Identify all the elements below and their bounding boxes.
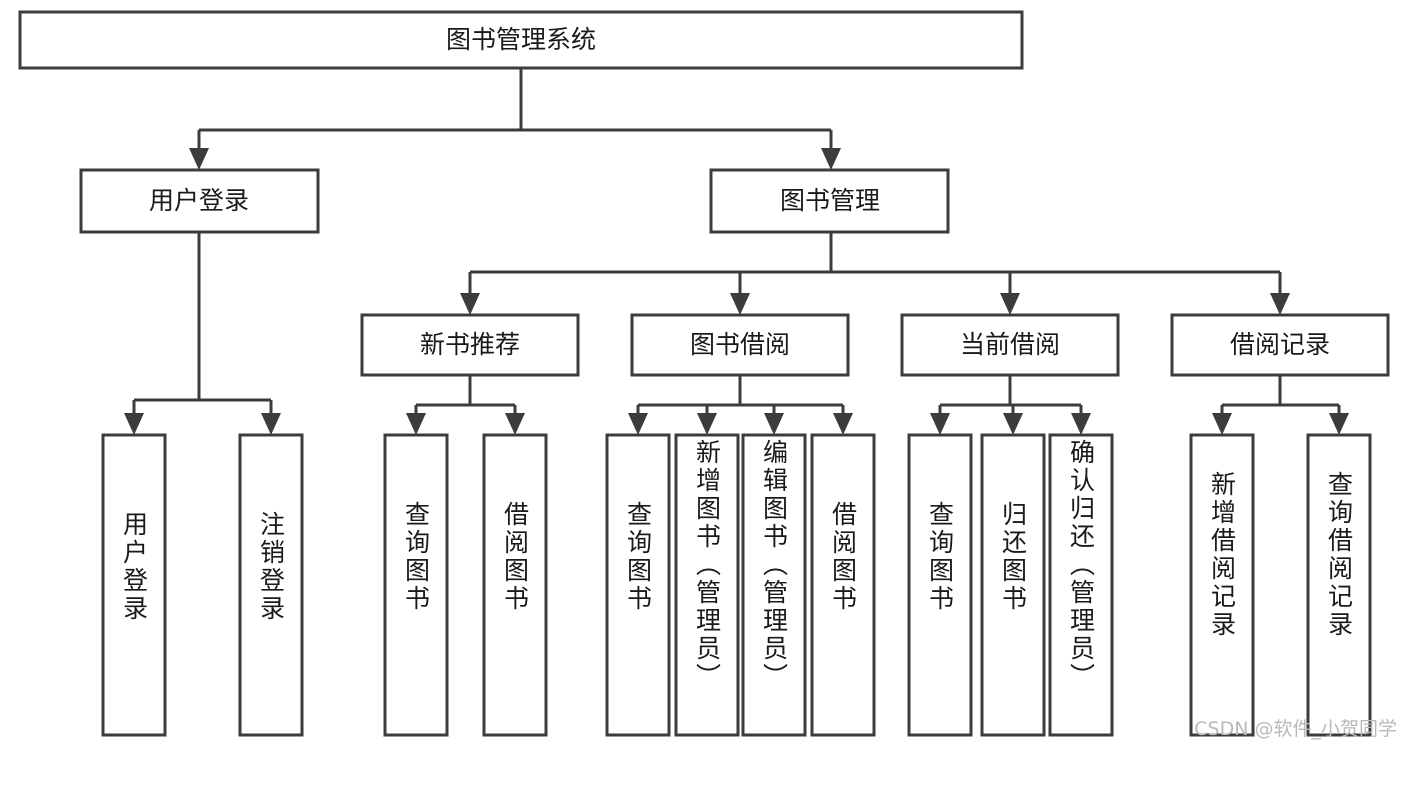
leaf-label-wrap-user-login: 用户登录 — [103, 435, 165, 811]
node-borrow-record-label: 借阅记录 — [1230, 330, 1330, 359]
node-borrow-record[interactable]: 借阅记录 — [1170, 313, 1390, 377]
leaf-box-edit-book[interactable] — [741, 433, 807, 737]
arrowhead-leaf-borrow-book-2 — [833, 413, 853, 435]
leaf-box-borrow-book-2[interactable] — [810, 433, 876, 737]
node-book-management-label: 图书管理 — [780, 186, 880, 215]
leaf-label-add-record: 新增借阅记录 — [1207, 471, 1237, 639]
leaf-label-user-login: 用户登录 — [119, 511, 149, 623]
leaf-label-wrap-edit-book: 编辑图书（管理员） — [743, 435, 805, 739]
node-new-book-recommend-label: 新书推荐 — [420, 330, 520, 359]
leaf-box-return-book[interactable] — [980, 433, 1046, 737]
node-user-login-box[interactable] — [79, 168, 320, 234]
arrowhead-book-borrow — [730, 293, 750, 315]
leaf-label-wrap-query-book-3: 查询图书 — [909, 435, 971, 801]
arrowhead-leaf-query-book-1 — [406, 413, 426, 435]
diagram-canvas: 图书管理系统 用户登录 图书管理 新书推荐 图书借阅 当前借阅 借阅记录 — [18, 10, 1390, 737]
leaf-box-borrow-book-1[interactable] — [482, 433, 548, 737]
arrowhead-leaf-add-record — [1212, 413, 1232, 435]
arrowhead-leaf-query-book-2 — [628, 413, 648, 435]
leaf-label-return-book: 归还图书 — [998, 501, 1028, 613]
leaf-box-query-record[interactable] — [1306, 433, 1372, 737]
arrowhead-leaf-query-record — [1329, 413, 1349, 435]
leaf-layer — [101, 433, 1372, 737]
arrowhead-user-login — [189, 148, 209, 170]
node-new-book-recommend[interactable]: 新书推荐 — [360, 313, 580, 377]
arrowhead-borrow-record — [1270, 293, 1290, 315]
node-book-borrow-label: 图书借阅 — [690, 330, 790, 359]
leaf-label-query-record: 查询借阅记录 — [1324, 471, 1354, 639]
connector-layer — [124, 68, 1349, 435]
arrowhead-leaf-logout-login — [261, 413, 281, 435]
node-root-label: 图书管理系统 — [446, 25, 596, 54]
node-borrow-record-box[interactable] — [1170, 313, 1390, 377]
leaf-box-query-book-1[interactable] — [383, 433, 449, 737]
leaf-label-borrow-book-2: 借阅图书 — [828, 501, 858, 613]
node-current-borrow[interactable]: 当前借阅 — [900, 313, 1120, 377]
leaf-box-add-book[interactable] — [674, 433, 740, 737]
node-current-borrow-label: 当前借阅 — [960, 330, 1060, 359]
leaf-label-wrap-query-record: 查询借阅记录 — [1308, 435, 1370, 771]
node-user-login-label: 用户登录 — [149, 186, 249, 215]
leaf-label-wrap-add-record: 新增借阅记录 — [1191, 435, 1253, 771]
arrowhead-leaf-query-book-3 — [930, 413, 950, 435]
leaf-label-logout-login: 注销登录 — [256, 511, 286, 623]
node-book-management-box[interactable] — [709, 168, 950, 234]
node-book-borrow-box[interactable] — [630, 313, 850, 377]
system-architecture-diagram: 图书管理系统 用户登录 图书管理 新书推荐 图书借阅 当前借阅 借阅记录 — [18, 10, 1397, 740]
leaf-label-query-book-1: 查询图书 — [401, 501, 431, 613]
leaf-label-add-book: 新增图书（管理员） — [692, 439, 722, 691]
leaf-label-borrow-book-1: 借阅图书 — [500, 501, 530, 613]
arrowhead-leaf-confirm-return — [1071, 413, 1091, 435]
node-book-management[interactable]: 图书管理 — [709, 168, 950, 234]
arrowhead-leaf-return-book — [1003, 413, 1023, 435]
leaf-label-wrap-borrow-book-1: 借阅图书 — [484, 435, 546, 801]
leaf-label-wrap-logout-login: 注销登录 — [240, 435, 302, 811]
leaf-box-query-book-2[interactable] — [605, 433, 671, 737]
leaf-label-edit-book: 编辑图书（管理员） — [759, 439, 789, 691]
leaf-box-query-book-3[interactable] — [907, 433, 973, 737]
leaf-label-wrap-query-book-1: 查询图书 — [385, 435, 447, 801]
leaf-label-wrap-return-book: 归还图书 — [982, 435, 1044, 801]
leaf-box-logout-login[interactable] — [238, 433, 304, 737]
arrowhead-current-borrow — [1000, 293, 1020, 315]
leaf-box-confirm-return[interactable] — [1048, 433, 1114, 737]
node-root-box[interactable] — [18, 10, 1024, 70]
leaf-label-wrap-confirm-return: 确认归还（管理员） — [1050, 435, 1112, 739]
leaf-box-add-record[interactable] — [1189, 433, 1255, 737]
leaf-label-confirm-return: 确认归还（管理员） — [1066, 439, 1096, 691]
node-new-book-recommend-box[interactable] — [360, 313, 580, 377]
arrowhead-new-book-recommend — [460, 293, 480, 315]
node-root[interactable]: 图书管理系统 — [18, 10, 1024, 70]
leaf-label-wrap-query-book-2: 查询图书 — [607, 435, 669, 801]
leaf-label-query-book-3: 查询图书 — [925, 501, 955, 613]
arrowhead-leaf-edit-book — [764, 413, 784, 435]
leaf-label-wrap-add-book: 新增图书（管理员） — [676, 435, 738, 739]
leaf-label-query-book-2: 查询图书 — [623, 501, 653, 613]
node-user-login[interactable]: 用户登录 — [79, 168, 320, 234]
leaf-box-user-login[interactable] — [101, 433, 167, 737]
csdn-watermark: CSDN @软件_小贺同学 — [1194, 718, 1397, 740]
leaf-label-wrap-borrow-book-2: 借阅图书 — [812, 435, 874, 801]
arrowhead-book-mgmt — [821, 148, 841, 170]
arrowhead-leaf-borrow-book-1 — [505, 413, 525, 435]
node-current-borrow-box[interactable] — [900, 313, 1120, 377]
arrowhead-leaf-add-book — [697, 413, 717, 435]
node-book-borrow[interactable]: 图书借阅 — [630, 313, 850, 377]
arrowhead-leaf-user-login — [124, 413, 144, 435]
